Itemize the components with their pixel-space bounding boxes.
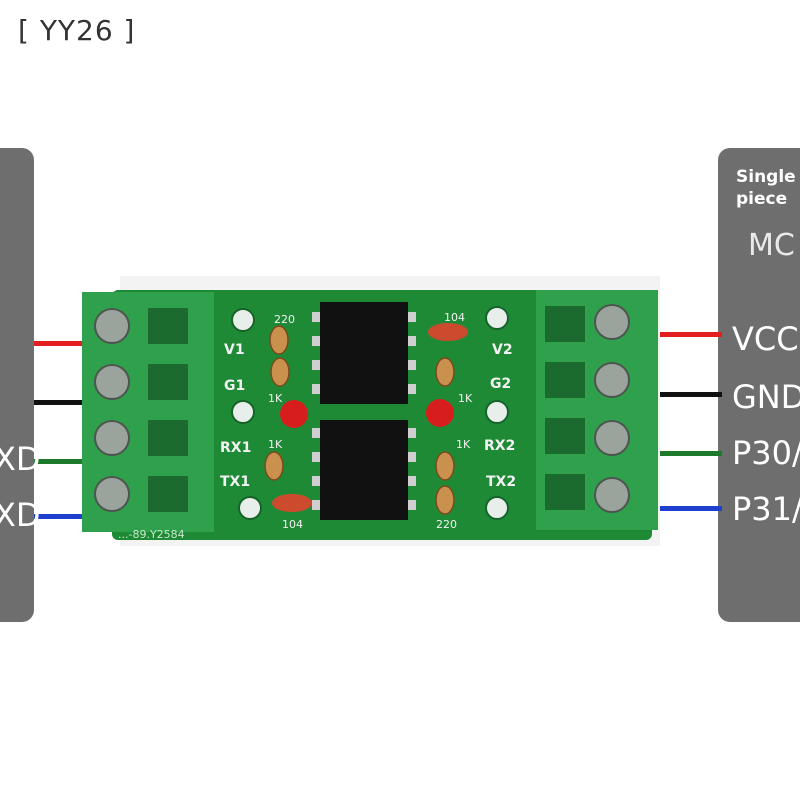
pcb-body bbox=[112, 290, 652, 540]
pcb-label-v1: V1 bbox=[224, 342, 245, 358]
pcb-label-v2: V2 bbox=[492, 342, 513, 358]
led-right bbox=[426, 399, 454, 427]
right-panel-mc-label: MC bbox=[748, 228, 795, 263]
watermark-text: [ YY26 ] bbox=[18, 14, 136, 47]
pcb-label-tx1: TX1 bbox=[220, 474, 251, 490]
pcb-label-220-bottom: 220 bbox=[436, 518, 457, 531]
pin-label-p31: P31/ bbox=[732, 490, 800, 528]
pcb-silkscreen-code: ...-89.Y2584 bbox=[118, 528, 185, 541]
wire-red-right bbox=[652, 332, 722, 337]
wire-blue-left bbox=[34, 514, 84, 519]
wire-black-right bbox=[652, 392, 722, 397]
pcb-label-g1: G1 bbox=[224, 378, 246, 394]
pcb-label-1k-d: 1K bbox=[456, 438, 471, 451]
pin-label-gnd: GND bbox=[732, 378, 800, 416]
optocoupler-ic-2 bbox=[320, 420, 408, 520]
right-panel-title-line1: Single bbox=[736, 167, 796, 187]
wire-blue-right bbox=[652, 506, 722, 511]
pcb-label-tx2: TX2 bbox=[486, 474, 517, 490]
pcb-label-g2: G2 bbox=[490, 376, 512, 392]
pcb-label-104-bottom: 104 bbox=[282, 518, 303, 531]
led-left bbox=[280, 400, 308, 428]
wire-green-left bbox=[34, 459, 90, 464]
wire-red-left bbox=[34, 341, 84, 346]
right-panel-title-line2: piece bbox=[736, 189, 788, 209]
pcb-label-rx1: RX1 bbox=[220, 440, 252, 456]
pin-label-p30: P30/ bbox=[732, 434, 800, 472]
wire-green-right bbox=[652, 451, 722, 456]
pcb-label-1k-c: 1K bbox=[458, 392, 473, 405]
right-panel-title: Single piece bbox=[736, 166, 796, 210]
pcb-label-220-top: 220 bbox=[274, 313, 295, 326]
pin-label-vcc: VCC bbox=[732, 320, 799, 358]
pcb-label-rx2: RX2 bbox=[484, 438, 516, 454]
right-mcu-panel bbox=[718, 148, 800, 622]
pcb-label-104-top: 104 bbox=[444, 311, 465, 324]
wire-black-left bbox=[34, 400, 84, 405]
left-pin-label-rxd: XD bbox=[0, 440, 41, 478]
pcb-label-1k-a: 1K bbox=[268, 392, 283, 405]
pcb-label-1k-b: 1K bbox=[268, 438, 283, 451]
left-mcu-panel bbox=[0, 148, 34, 622]
left-pin-label-txd: XD bbox=[0, 496, 41, 534]
optocoupler-ic-1 bbox=[320, 302, 408, 404]
